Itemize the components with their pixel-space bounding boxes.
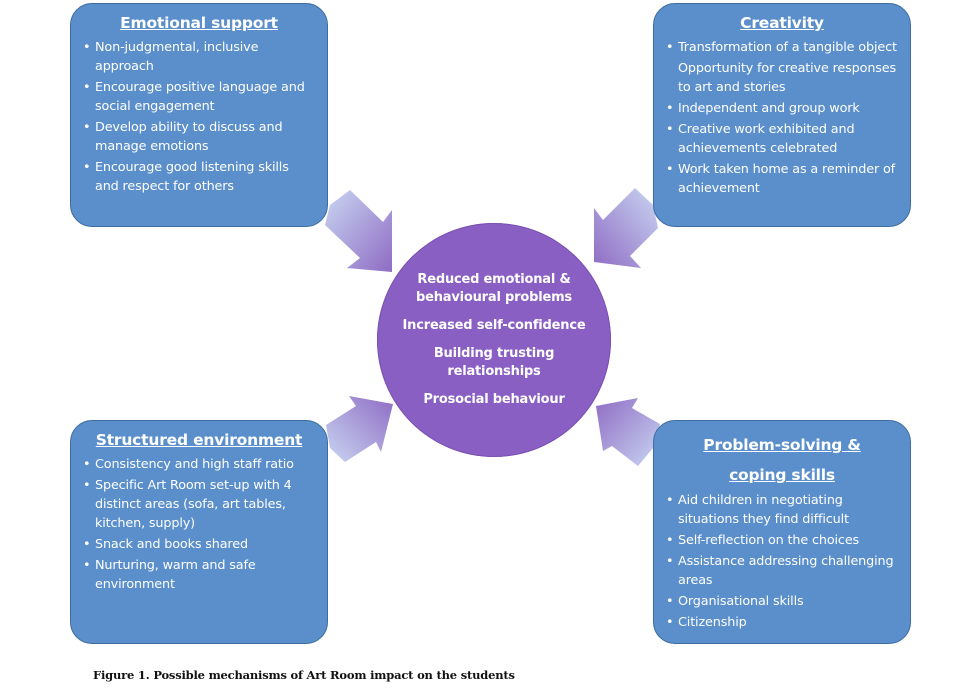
figure-caption: Figure 1. Possible mechanisms of Art Roo… (93, 668, 515, 682)
arrow-creativity (594, 188, 658, 268)
list-item: Self-reflection on the choices (666, 531, 898, 550)
box-structured-environment: Structured environment Consistency and h… (70, 420, 328, 644)
box-emotional-support: Emotional support Non-judgmental, inclus… (70, 3, 328, 227)
list-item: Encourage good listening skills and resp… (83, 158, 315, 196)
list-item: Assistance addressing challenging areas (666, 552, 898, 590)
box-list: Aid children in negotiating situations t… (666, 491, 898, 632)
list-item: Consistency and high staff ratio (83, 455, 315, 474)
box-list: Consistency and high staff ratio Specifi… (83, 455, 315, 594)
center-outcomes-circle: Reduced emotional & behavioural problems… (377, 223, 611, 457)
list-item: Specific Art Room set-up with 4 distinct… (83, 476, 315, 533)
list-item: Citizenship (666, 613, 898, 632)
list-item: Nurturing, warm and safe environment (83, 556, 315, 594)
list-item: Snack and books shared (83, 535, 315, 554)
list-item: Organisational skills (666, 592, 898, 611)
outcome-self-confidence: Increased self-confidence (402, 318, 586, 333)
arrow-emotional-support (325, 190, 392, 272)
box-title: Emotional support (120, 14, 278, 32)
outcome-reduced-problems: Reduced emotional & behavioural problems (416, 272, 572, 305)
outcome-trusting-relationships: Building trusting relationships (433, 346, 555, 379)
list-item: Work taken home as a reminder of achieve… (666, 160, 898, 198)
box-list: Non-judgmental, inclusive approach Encou… (83, 38, 315, 196)
list-item: Independent and group work (666, 99, 898, 118)
list-item: Creative work exhibited and achievements… (666, 120, 898, 158)
outcome-prosocial-behaviour: Prosocial behaviour (423, 392, 565, 407)
box-title: Structured environment (95, 431, 303, 449)
arrow-problem-solving (596, 398, 660, 466)
box-problem-solving: Problem-solving & coping skills Aid chil… (653, 420, 911, 644)
list-item: Develop ability to discuss and manage em… (83, 118, 315, 156)
box-title-line2: coping skills (729, 466, 835, 484)
list-item: Non-judgmental, inclusive approach (83, 38, 315, 76)
box-title: Creativity (740, 14, 824, 32)
box-creativity: Creativity Transformation of a tangible … (653, 3, 911, 227)
list-item: Opportunity for creative responses to ar… (678, 61, 897, 95)
list-item: Transformation of a tangible object (666, 38, 898, 57)
list-item: Aid children in negotiating situations t… (666, 491, 898, 529)
box-title-line1: Problem-solving & (703, 436, 861, 454)
box-list: Transformation of a tangible object Oppo… (666, 38, 898, 198)
list-item: Encourage positive language and social e… (83, 78, 315, 116)
arrow-structured-environment (326, 396, 393, 462)
